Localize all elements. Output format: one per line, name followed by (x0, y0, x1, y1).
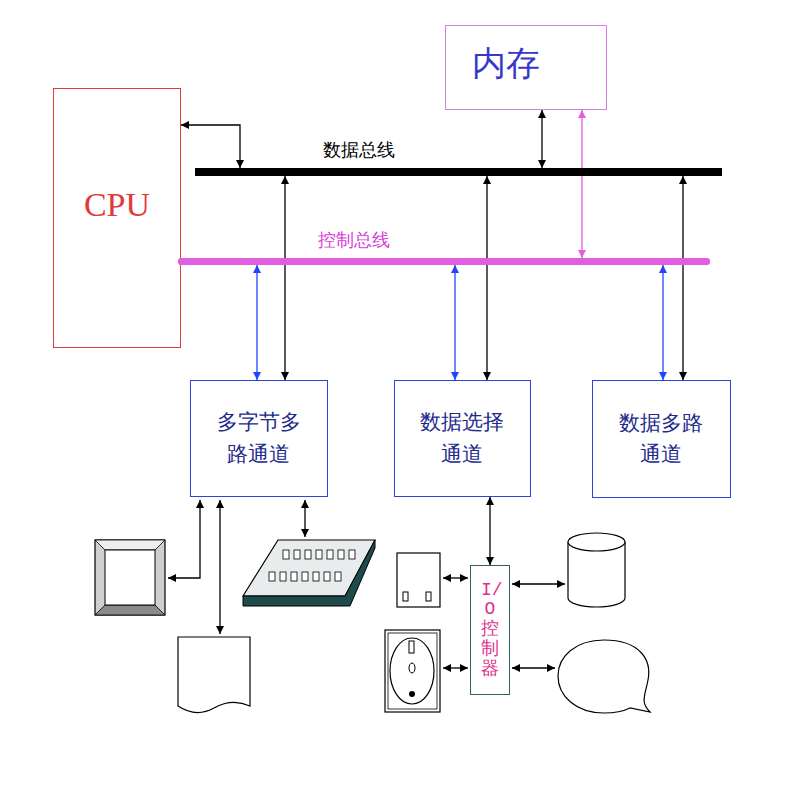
keyboard-key (338, 550, 344, 559)
keyboard-key (335, 572, 341, 581)
keyboard-key (294, 550, 300, 559)
keyboard-key (327, 550, 333, 559)
bus-bar (178, 258, 710, 265)
bus-connector (581, 110, 582, 258)
keyboard-link (304, 500, 305, 537)
bus-connector (454, 265, 455, 380)
card-reader-icon (385, 630, 440, 712)
keyboard-key (280, 572, 286, 581)
node-label: 控制总线 (318, 228, 390, 252)
data-bus: 数据总线 (195, 138, 722, 176)
keyboard-key (349, 550, 355, 559)
keyboard-key (316, 550, 322, 559)
keyboard-key (283, 550, 289, 559)
terminal-link (443, 577, 468, 578)
bus-connector (486, 176, 487, 380)
printer-paper-icon (178, 637, 250, 713)
node-label: 数据选择通道 (417, 407, 507, 470)
node-label: I/O控制器 (481, 581, 499, 680)
channel-box: 多字节多路通道 (190, 380, 328, 497)
card-reader-link (443, 667, 468, 668)
node-label: 数据总线 (323, 138, 395, 162)
bus-connector (489, 497, 490, 565)
bus-bar (195, 168, 722, 176)
keyboard-key (324, 572, 330, 581)
channel-box: 数据多路通道 (592, 380, 731, 498)
node-label: 多字节多路通道 (214, 407, 304, 470)
keyboard-key (291, 572, 297, 581)
node-label: CPU (84, 186, 150, 224)
keyboard-key (305, 550, 311, 559)
tape-icon (558, 640, 650, 713)
disk-link (512, 583, 565, 584)
bus-connector (662, 265, 663, 380)
memory-box: 内存 (445, 25, 607, 110)
keyboard-key (302, 572, 308, 581)
keyboard-key (313, 572, 319, 581)
cpu-box: CPU (53, 88, 181, 348)
printer-link (219, 500, 220, 634)
bus-connector (541, 110, 542, 168)
bus-connector (284, 176, 285, 380)
tape-link (512, 667, 555, 668)
node-label: 内存 (472, 41, 540, 87)
bus-connector (181, 125, 240, 168)
monitor-icon (95, 540, 165, 615)
keyboard-key (269, 572, 275, 581)
bus-connector (682, 176, 683, 380)
channel-box: 数据选择通道 (394, 380, 531, 497)
control-bus: 控制总线 (178, 228, 710, 265)
disk-icon (568, 533, 625, 607)
bus-connector (256, 265, 257, 380)
io-controller-box: I/O控制器 (470, 565, 510, 695)
monitor-link (168, 500, 200, 578)
node-label: 数据多路通道 (616, 408, 706, 471)
keyboard-icon (243, 540, 375, 606)
terminal-icon (397, 553, 440, 607)
